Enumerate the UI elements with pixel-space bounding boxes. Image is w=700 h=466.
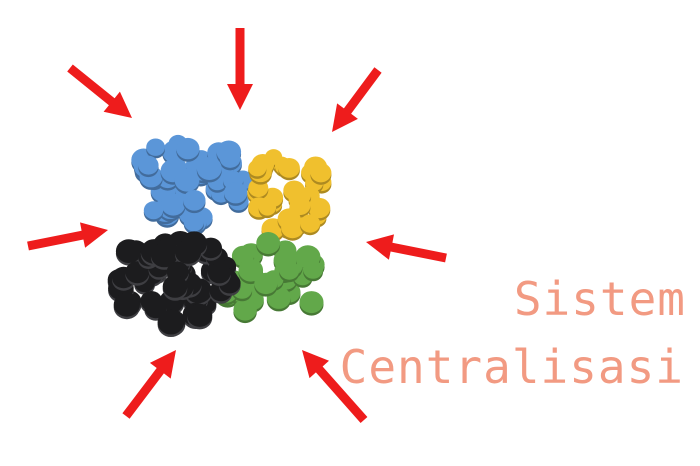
disc — [299, 291, 324, 314]
disc — [150, 242, 178, 268]
inward-arrows — [27, 28, 447, 423]
disc — [279, 261, 300, 280]
arrow-6 — [122, 350, 176, 419]
disc — [174, 239, 202, 264]
dot-clusters — [107, 134, 332, 338]
disc — [183, 190, 206, 211]
disc — [162, 275, 188, 298]
disc — [256, 232, 281, 254]
disc — [144, 297, 167, 319]
arrow-5 — [366, 234, 447, 263]
disc — [187, 303, 213, 327]
disc — [248, 159, 267, 177]
arrow-1 — [67, 64, 132, 118]
disc — [254, 272, 278, 295]
disc — [238, 259, 264, 282]
disc — [115, 239, 142, 263]
disc — [176, 137, 200, 160]
disc — [143, 201, 164, 220]
disc — [224, 182, 248, 204]
arrow-3 — [332, 67, 382, 132]
disc — [300, 214, 321, 233]
black-cluster — [107, 231, 241, 338]
disc — [233, 299, 257, 321]
disc — [174, 168, 200, 192]
blue-cluster — [131, 134, 254, 236]
disc — [303, 260, 323, 279]
disc — [310, 163, 332, 183]
disc — [146, 138, 166, 156]
disc — [258, 199, 277, 216]
title-line-sistem: Sistem — [513, 272, 686, 326]
disc — [219, 149, 241, 168]
disc — [308, 197, 331, 219]
disc — [196, 157, 222, 180]
disc — [138, 155, 159, 175]
disc — [281, 217, 304, 239]
disc — [208, 262, 231, 284]
arrow-7 — [302, 350, 368, 423]
yellow-cluster — [247, 149, 332, 242]
disc — [157, 309, 185, 335]
title-line-centralisasi: Centralisasi — [339, 340, 684, 394]
disc — [113, 292, 140, 317]
disc — [161, 193, 186, 216]
disc — [278, 158, 300, 178]
arrow-4 — [27, 222, 109, 251]
arrow-2 — [227, 28, 253, 110]
disc — [183, 212, 204, 232]
